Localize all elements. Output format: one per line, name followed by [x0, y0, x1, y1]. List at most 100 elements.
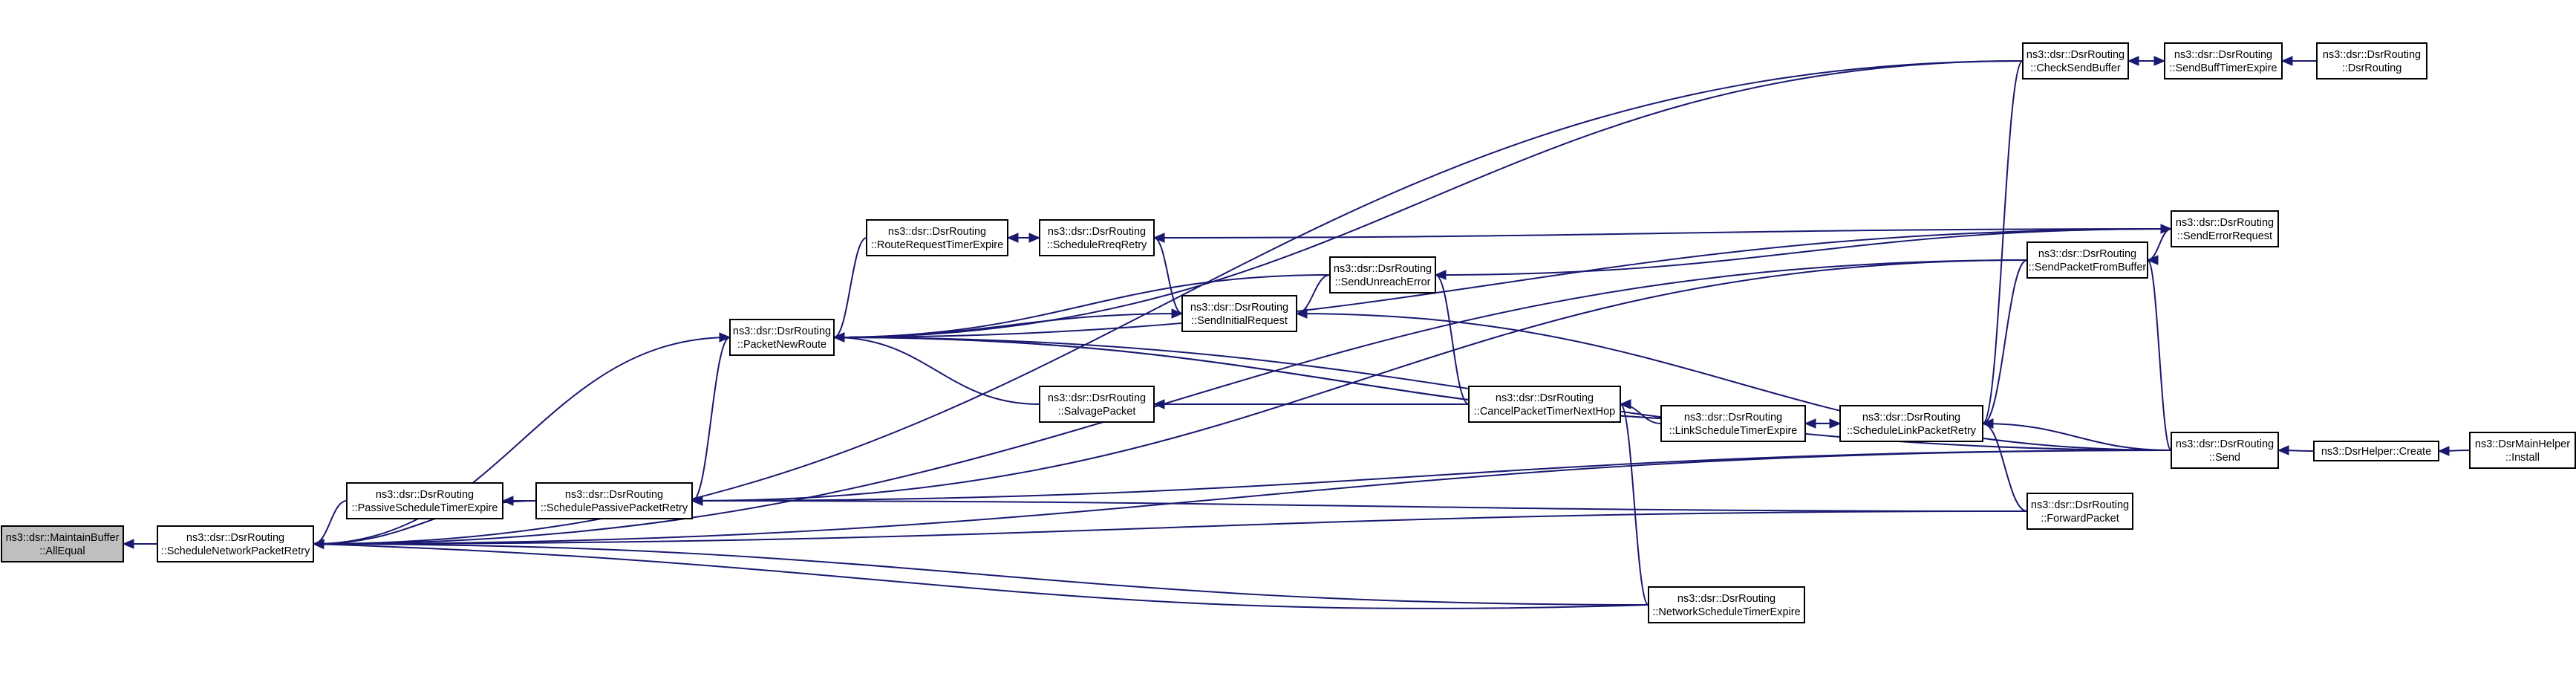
node-label-netTimer-0: ns3::dsr::DsrRouting	[1677, 593, 1776, 605]
arrowhead-send-to-sendInitReq	[1295, 308, 1308, 319]
node-box-schedLink	[1839, 405, 1983, 442]
node-label-packetNewRoute-1: ::PacketNewRoute	[737, 339, 826, 351]
node-label-sendBuffTimer-1: ::SendBuffTimerExpire	[2169, 62, 2277, 74]
node-helperCreate[interactable]: ns3::DsrHelper::Create	[2313, 441, 2439, 461]
node-box-sendUnreach	[1329, 256, 1436, 294]
node-label-send-0: ns3::dsr::DsrRouting	[2176, 438, 2274, 450]
node-schedLink[interactable]: ns3::dsr::DsrRouting::ScheduleLinkPacket…	[1839, 405, 1983, 442]
node-box-schedPassive	[535, 482, 693, 519]
arrowhead-schedNetRetry-to-allequal	[122, 539, 134, 549]
node-box-routeReqTimer	[866, 219, 1008, 256]
node-label-sendBuffTimer-0: ns3::dsr::DsrRouting	[2174, 49, 2272, 61]
node-packetNewRoute[interactable]: ns3::dsr::DsrRouting::PacketNewRoute	[729, 319, 835, 356]
node-sendFromBuf[interactable]: ns3::dsr::DsrRouting::SendPacketFromBuff…	[2026, 241, 2148, 279]
node-label-schedPassive-1: ::SchedulePassivePacketRetry	[541, 502, 688, 514]
arrowhead-netTimer-to-cancelTimer	[1619, 399, 1631, 409]
node-label-forward-0: ns3::dsr::DsrRouting	[2031, 499, 2129, 511]
edge-packetNewRoute-to-schedLink	[833, 337, 1841, 424]
node-box-checkSendBuf	[2022, 42, 2129, 80]
edge-send-to-schedPassive	[691, 450, 2172, 502]
node-allequal[interactable]: ns3::dsr::MaintainBuffer::AllEqual	[1, 525, 124, 562]
node-label-passiveTimer-1: ::PassiveScheduleTimerExpire	[352, 502, 498, 514]
node-label-schedNetRetry-1: ::ScheduleNetworkPacketRetry	[161, 545, 310, 557]
node-box-dsrRouting	[2316, 42, 2427, 80]
node-label-passiveTimer-0: ns3::dsr::DsrRouting	[376, 489, 474, 501]
arrowhead-schedPassive-to-packetNewRoute	[719, 332, 731, 343]
node-schedNetRetry[interactable]: ns3::dsr::DsrRouting::ScheduleNetworkPac…	[157, 525, 314, 562]
node-label-allequal-1: ::AllEqual	[39, 545, 85, 557]
edge-sendFromBuf-to-schedNetRetry	[313, 259, 2028, 545]
arrowhead-cancelTimer-to-salvage	[1152, 399, 1165, 409]
edge-passiveTimer-to-schedNetRetry	[313, 500, 348, 545]
node-label-checkSendBuf-1: ::CheckSendBuffer	[2030, 62, 2121, 74]
node-salvage[interactable]: ns3::dsr::DsrRouting::SalvagePacket	[1039, 386, 1155, 423]
node-box-sendInitReq	[1181, 295, 1297, 332]
arrowhead-checkSendBuf-to-sendBuffTimer	[2153, 56, 2166, 66]
node-box-forward	[2026, 493, 2133, 530]
node-label-sendErrReq-1: ::SendErrorRequest	[2177, 230, 2272, 242]
node-box-allequal	[1, 525, 124, 562]
edge-netTimer-to-schedNetRetry	[313, 543, 1649, 606]
node-sendBuffTimer[interactable]: ns3::dsr::DsrRouting::SendBuffTimerExpir…	[2164, 42, 2283, 80]
arrowhead-send-to-schedPassive	[691, 496, 703, 506]
node-label-salvage-1: ::SalvagePacket	[1058, 406, 1136, 418]
node-netTimer[interactable]: ns3::dsr::DsrRouting::NetworkScheduleTim…	[1648, 586, 1805, 623]
arrowhead-linkTimer-to-schedLink	[1829, 418, 1842, 429]
arrowhead-routeReqTimer-to-schedRreq	[1028, 233, 1041, 243]
node-forward[interactable]: ns3::dsr::DsrRouting::ForwardPacket	[2026, 493, 2133, 530]
edge-forward-to-schedLink	[1982, 423, 2028, 512]
edge-checkSendBuf-to-schedLink	[1982, 60, 2024, 424]
node-schedRreq[interactable]: ns3::dsr::DsrRouting::ScheduleRreqRetry	[1039, 219, 1155, 256]
node-checkSendBuf[interactable]: ns3::dsr::DsrRouting::CheckSendBuffer	[2022, 42, 2129, 80]
node-label-allequal-0: ns3::dsr::MaintainBuffer	[6, 532, 120, 544]
arrowhead-mainInstall-to-helperCreate	[2437, 446, 2450, 456]
node-label-dsrRouting-1: ::DsrRouting	[2342, 62, 2402, 74]
edge-netTimer-to-schedNetRetry	[313, 543, 1649, 610]
edge-checkSendBuf-to-packetNewRoute	[833, 60, 2024, 338]
node-box-packetNewRoute	[729, 319, 835, 356]
node-dsrRouting[interactable]: ns3::dsr::DsrRouting::DsrRouting	[2316, 42, 2427, 80]
arrowhead-schedPassive-to-passiveTimer	[501, 496, 514, 506]
node-linkTimer[interactable]: ns3::dsr::DsrRouting::LinkScheduleTimerE…	[1660, 405, 1806, 442]
node-box-linkTimer	[1660, 405, 1806, 442]
node-label-helperCreate-0: ns3::DsrHelper::Create	[2321, 446, 2431, 458]
call-edges	[122, 56, 2471, 610]
node-box-cancelTimer	[1468, 386, 1621, 423]
edge-packetNewRoute-to-sendInitReq	[833, 313, 1183, 338]
node-label-routeReqTimer-0: ns3::dsr::DsrRouting	[888, 226, 986, 238]
edge-checkSendBuf-to-schedNetRetry	[313, 60, 2024, 545]
node-box-mainInstall	[2469, 432, 2576, 469]
node-schedPassive[interactable]: ns3::dsr::DsrRouting::SchedulePassivePac…	[535, 482, 693, 519]
node-label-schedRreq-1: ::ScheduleRreqRetry	[1047, 239, 1147, 251]
node-label-schedNetRetry-0: ns3::dsr::DsrRouting	[186, 532, 284, 544]
node-box-helperCreate	[2313, 441, 2439, 461]
edge-salvage-to-packetNewRoute	[833, 337, 1040, 405]
node-sendUnreach[interactable]: ns3::dsr::DsrRouting::SendUnreachError	[1329, 256, 1436, 294]
node-routeReqTimer[interactable]: ns3::dsr::DsrRouting::RouteRequestTimerE…	[866, 219, 1008, 256]
edge-sendInitReq-to-schedRreq	[1153, 237, 1183, 314]
edge-send-to-schedNetRetry	[313, 450, 2172, 545]
node-label-sendInitReq-1: ::SendInitialRequest	[1191, 315, 1288, 327]
edge-sendFromBuf-to-schedPassive	[691, 259, 2028, 502]
node-label-forward-1: ::ForwardPacket	[2041, 513, 2119, 525]
node-label-schedLink-0: ns3::dsr::DsrRouting	[1862, 412, 1960, 424]
node-label-cancelTimer-0: ns3::dsr::DsrRouting	[1496, 392, 1594, 404]
node-label-cancelTimer-1: ::CancelPacketTimerNextHop	[1474, 406, 1615, 418]
node-cancelTimer[interactable]: ns3::dsr::DsrRouting::CancelPacketTimerN…	[1468, 386, 1621, 423]
node-passiveTimer[interactable]: ns3::dsr::DsrRouting::PassiveScheduleTim…	[346, 482, 503, 519]
node-sendErrReq[interactable]: ns3::dsr::DsrRouting::SendErrorRequest	[2171, 210, 2279, 247]
node-mainInstall[interactable]: ns3::DsrMainHelper::Install	[2469, 432, 2576, 469]
edge-routeReqTimer-to-packetNewRoute	[833, 237, 867, 338]
arrowhead-sendFromBuf-to-schedLink	[1981, 418, 1994, 429]
node-label-netTimer-1: ::NetworkScheduleTimerExpire	[1652, 606, 1800, 618]
node-box-send	[2171, 432, 2279, 469]
node-label-checkSendBuf-0: ns3::dsr::DsrRouting	[2026, 49, 2125, 61]
arrowhead-packetNewRoute-to-sendInitReq	[1171, 308, 1184, 319]
node-sendInitReq[interactable]: ns3::dsr::DsrRouting::SendInitialRequest	[1181, 295, 1297, 332]
node-label-salvage-0: ns3::dsr::DsrRouting	[1048, 392, 1146, 404]
node-label-schedLink-1: ::ScheduleLinkPacketRetry	[1847, 425, 1977, 437]
edge-sendErrReq-to-sendUnreach	[1435, 228, 2172, 276]
node-send[interactable]: ns3::dsr::DsrRouting::Send	[2171, 432, 2279, 469]
edge-schedPassive-to-packetNewRoute	[691, 337, 731, 502]
